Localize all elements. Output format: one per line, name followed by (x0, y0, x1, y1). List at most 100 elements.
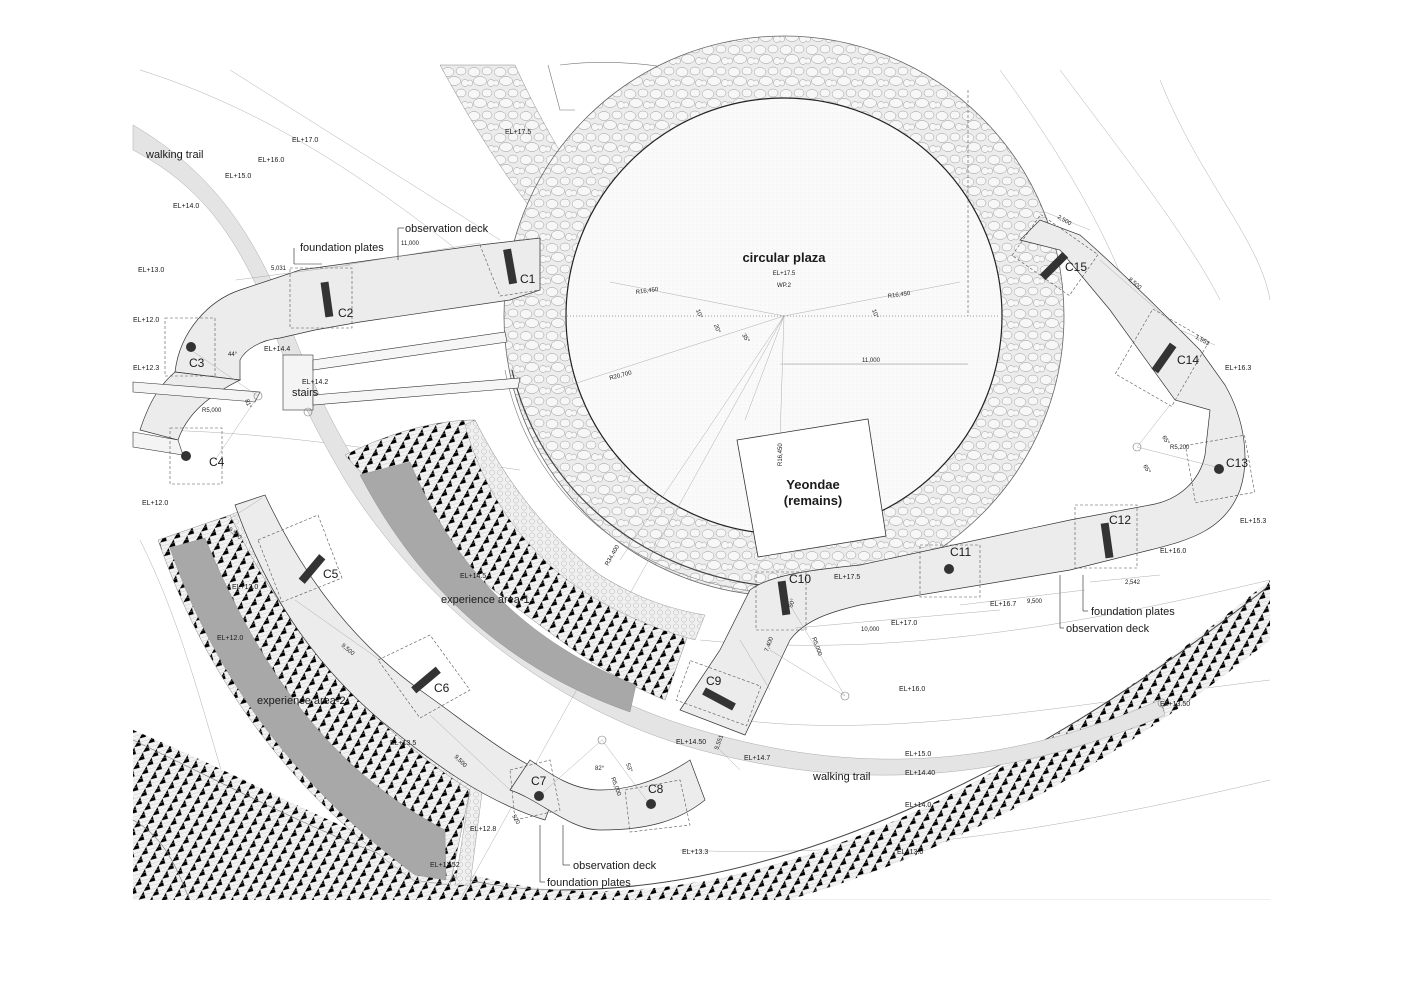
dimension-label: 65° (1141, 464, 1151, 475)
column-c10-plate (777, 580, 791, 616)
elevation-mark: EL+11.52 (430, 862, 460, 869)
dimension-label: 520 (510, 814, 521, 826)
column-c15-plate (1039, 251, 1069, 281)
label-c5: C5 (323, 567, 339, 581)
dimension-label: 50° (788, 598, 797, 609)
label-c12: C12 (1109, 513, 1131, 527)
elevation-mark: EL+16.3 (1225, 365, 1251, 372)
dimension-label: 11,000 (401, 241, 420, 247)
elevation-mark: EL+17.5 (834, 574, 860, 581)
dimension-label: R5,000 (202, 408, 222, 414)
elevation-mark: EL+15.0 (225, 173, 251, 180)
elevation-mark: EL+14.0 (905, 802, 931, 809)
remains-note: (remains) (784, 493, 843, 508)
elevation-mark: EL+17.0 (292, 137, 318, 144)
elevation-mark: EL+13.0 (232, 584, 258, 591)
experience-area-2-label: experience area-2 (257, 695, 346, 707)
elevation-mark: EL+14.2 (302, 379, 328, 386)
dimension-label: 65° (1160, 435, 1170, 446)
column-c14-plate (1151, 342, 1177, 374)
column-c5-plate (298, 554, 326, 584)
dimension-label: 35° (740, 333, 750, 344)
elevation-mark: EL+14.50 (676, 739, 706, 746)
column-c4-post (181, 451, 191, 461)
label-c6: C6 (434, 681, 450, 695)
foundation-bottom-label: foundation plates (547, 877, 631, 889)
dimension-lines (227, 211, 1216, 791)
label-c9: C9 (706, 674, 722, 688)
dimension-label: 82° (595, 766, 605, 772)
experience-area-1-label: experience area-1 (441, 594, 530, 606)
lower-trail-paving (132, 580, 1273, 1000)
curve-centers (187, 347, 1221, 806)
elevation-marks: EL+17.0 EL+16.0 EL+15.0 EL+14.0 EL+13.0 … (133, 129, 1266, 869)
walking-trail (132, 124, 1166, 776)
dimension-label: 20° (712, 324, 721, 335)
stairs-label: stairs (292, 387, 319, 399)
dimension-label: 9,500 (1027, 599, 1043, 605)
dimension-label: 11,000 (862, 358, 881, 364)
elevation-mark: EL+12.3 (133, 365, 159, 372)
label-c13: C13 (1226, 456, 1248, 470)
dimension-label: R16,450 (635, 287, 659, 296)
elevation-mark: EL+14.4 (264, 346, 290, 353)
elevation-mark: EL+13.0 (138, 267, 164, 274)
dimension-label: 2,542 (1125, 580, 1141, 586)
column-markers (181, 248, 1224, 809)
dimension-label: R5,200 (1170, 445, 1190, 451)
walking-trail-lower-label: walking trail (812, 771, 870, 783)
elevation-mark: EL+16.7 (990, 601, 1016, 608)
plaza-elevation: EL+17.5 (773, 271, 796, 277)
elevation-mark: EL+14.0 (173, 203, 199, 210)
dimension-label: R5,000 (810, 637, 822, 658)
label-c10: C10 (789, 572, 811, 586)
elevation-mark: EL+12.0 (142, 500, 168, 507)
elevation-mark: EL+17.0 (891, 620, 917, 627)
main-labels: circular plaza EL+17.5 WP.2 Yeondae (rem… (145, 149, 1175, 889)
elevation-mark: EL+13.3 (682, 849, 708, 856)
dimension-label: 5,031 (271, 266, 287, 272)
plaza-name: circular plaza (742, 250, 826, 265)
elevation-mark: EL+15.3 (1240, 518, 1266, 525)
elevation-mark: EL+12.8 (470, 826, 496, 833)
label-c15: C15 (1065, 260, 1087, 274)
dimension-label: 10° (870, 309, 879, 320)
elevation-mark: EL+13.50 (1160, 701, 1190, 708)
obs-deck-right-label: observation deck (1066, 623, 1150, 635)
dimension-label: R16,450 (887, 291, 911, 300)
label-c1: C1 (520, 272, 536, 286)
observation-deck-east (675, 214, 1255, 736)
elevation-mark: EL+12.0 (217, 635, 243, 642)
foundation-right-label: foundation plates (1091, 606, 1175, 618)
column-c3-post (186, 342, 196, 352)
column-c1-plate (503, 248, 518, 285)
dimension-label: R20,700 (609, 370, 633, 382)
elevation-mark: EL+14.5 (460, 573, 486, 580)
label-c3: C3 (189, 356, 205, 370)
column-c8-post (646, 799, 656, 809)
dimension-label: 5,551 (714, 734, 725, 751)
column-c11-post (944, 564, 954, 574)
dimension-label: R16,450 (778, 443, 784, 466)
label-c7: C7 (531, 774, 547, 788)
elevation-mark: EL+14.7 (744, 755, 770, 762)
dimension-label: 10° (694, 309, 703, 320)
experience-area-1 (344, 419, 706, 713)
column-c13-post (1214, 464, 1224, 474)
column-c7-post (534, 791, 544, 801)
column-c12-plate (1100, 522, 1114, 559)
dimension-label: 81° (243, 399, 252, 410)
dimension-label: R34,400 (605, 544, 622, 567)
column-c6-plate (411, 666, 441, 694)
walking-trail-upper-label: walking trail (145, 149, 203, 161)
dimension-label: 53° (624, 763, 633, 774)
dimension-label: 2,500 (1056, 215, 1073, 228)
remains-name: Yeondae (786, 477, 839, 492)
observation-deck-north (132, 237, 541, 485)
elevation-mark: EL+13.5 (390, 740, 416, 747)
observation-deck-west-curve (234, 494, 706, 833)
label-c2: C2 (338, 306, 354, 320)
yeondae-remains (736, 418, 887, 558)
foundation-top-label: foundation plates (300, 242, 384, 254)
elevation-mark: EL+13.0 (897, 849, 923, 856)
